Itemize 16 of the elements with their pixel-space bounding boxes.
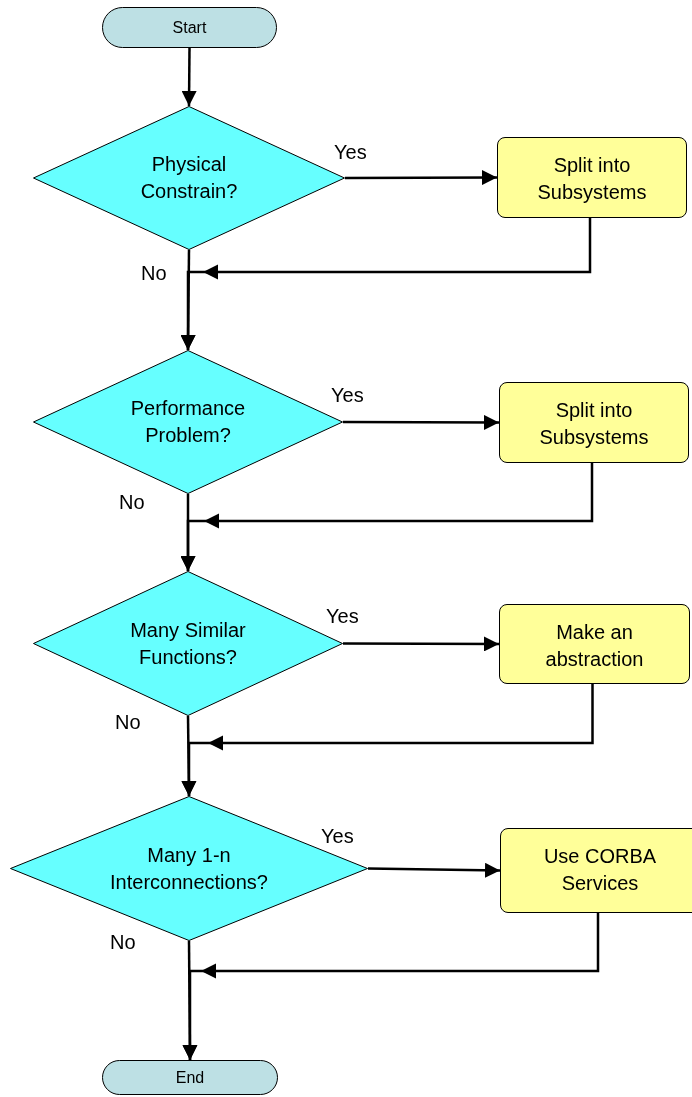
node-label: Split into Subsystems <box>538 398 650 450</box>
node-label: Make an abstraction <box>544 620 645 672</box>
node-label: Start <box>172 17 207 38</box>
process-box <box>499 382 689 463</box>
node-label: End <box>175 1067 205 1088</box>
node-label: Physical Constrain? <box>139 152 239 204</box>
node-label: Use CORBA Services <box>542 844 658 896</box>
process-box <box>497 137 687 218</box>
node-label: Many Similar Functions? <box>129 617 247 670</box>
terminal-pill <box>102 7 277 48</box>
node-label: Split into Subsystems <box>536 153 648 205</box>
process-box <box>499 604 690 684</box>
process-box <box>500 828 692 913</box>
terminal-pill <box>102 1060 278 1095</box>
node-label: Performance Problem? <box>129 396 247 448</box>
node-label: Many 1-n Interconnections? <box>109 842 269 895</box>
